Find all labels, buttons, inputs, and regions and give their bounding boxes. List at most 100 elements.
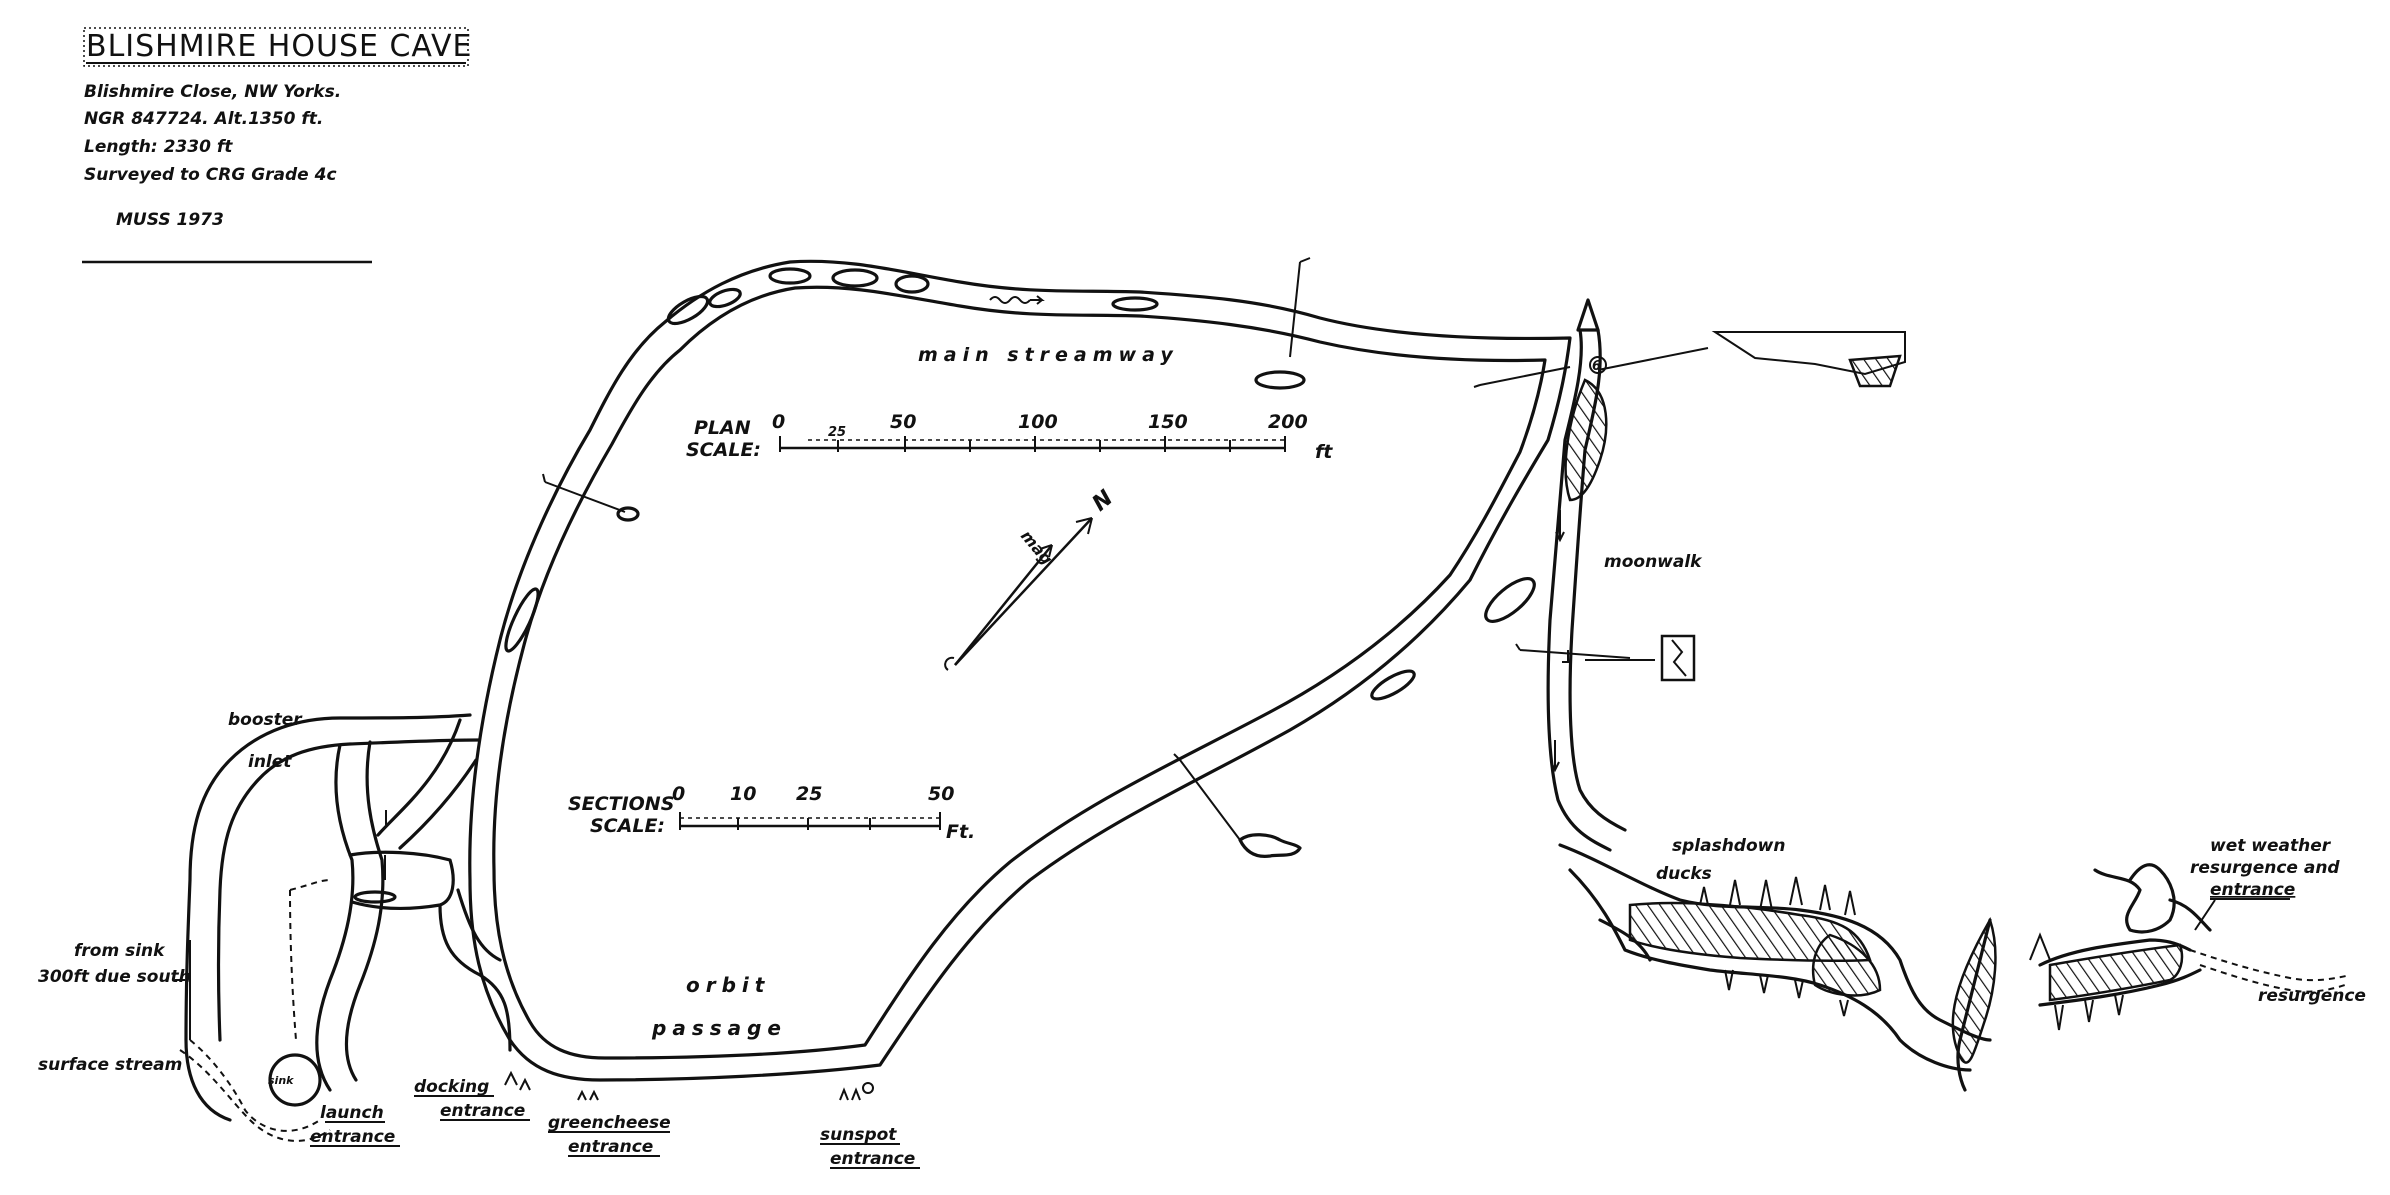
plan-tick-100: 100: [1018, 411, 1058, 433]
pool: [504, 587, 540, 653]
resurgence-passage: [2168, 898, 2212, 932]
splashdown-label: splashdown: [1672, 836, 1785, 856]
loop-inner-wall: [492, 285, 1547, 1060]
survey-grade-text: Surveyed to CRG Grade 4c: [84, 165, 337, 185]
sections-scale-label: SECTIONS: [568, 793, 674, 815]
wet-weather-label: wet weather: [2210, 836, 2332, 856]
title-block: BLISHMIRE HOUSE CAVE Blishmire Close, NW…: [82, 27, 472, 264]
from-sink-label-2: 300ft due south: [38, 967, 191, 987]
moonwalk-west-wall: [1546, 328, 1612, 852]
side-passage: [1598, 918, 1652, 962]
stream-flow-mark: [989, 296, 1031, 304]
plan-scale-label-2: SCALE:: [686, 439, 761, 461]
cross-section-hatch: [1848, 354, 1902, 388]
pool: [616, 506, 640, 522]
loop-outer-wall: [468, 259, 1572, 1082]
section-marker: [1289, 257, 1311, 358]
plan-tick-50: 50: [890, 411, 916, 433]
plan-tick-150: 150: [1148, 411, 1188, 433]
north-arrow: N mag: [944, 486, 1118, 671]
greencheese-entrance-marker: [577, 1089, 599, 1101]
streamway-island: [1111, 296, 1159, 312]
sections-scale-label-2: SCALE:: [590, 815, 665, 837]
resurgence-stream: [2189, 949, 2351, 982]
cave-passages: [175, 257, 1631, 1142]
surface-stream-line: [189, 1039, 321, 1132]
plan-scale-label: PLAN: [694, 417, 751, 439]
sunspot-label: sunspot: [820, 1125, 897, 1145]
moonwalk-passage: 6: [1546, 298, 1906, 852]
surface-route: [289, 879, 331, 891]
cross-section-box: [1660, 634, 1696, 682]
orbit-label: orbit: [686, 973, 770, 997]
passage-labels: main streamway moonwalk orbit passage bo…: [38, 344, 2366, 1087]
resurgence-area: [2029, 863, 2351, 1031]
pool: [1254, 370, 1306, 390]
sections-scale: SECTIONS SCALE: 0 10 25 50 Ft.: [568, 783, 975, 843]
sections-tick-0: 0: [672, 783, 685, 805]
section-marker: [1597, 347, 1709, 371]
entrance-labels: launch entrance docking entrance greench…: [310, 1070, 920, 1169]
streamway-island: [894, 274, 930, 294]
sections-tick-50: 50: [928, 783, 954, 805]
chamber-outline: [1238, 833, 1302, 858]
cross-section-detail: [1671, 639, 1687, 677]
plan-tick-0: 0: [772, 411, 785, 433]
splashdown-upper-wall: [1558, 843, 1992, 1042]
ducks-label: ducks: [1656, 864, 1712, 884]
streamway-island: [708, 287, 742, 309]
wet-weather-label-2: resurgence and: [2190, 858, 2340, 878]
moonwalk-hatched-section: [1564, 378, 1608, 502]
section-marker: [1473, 366, 1571, 388]
booster-inlet-passage: [184, 713, 472, 1122]
leader-line: [2194, 899, 2216, 931]
greencheese-entrance-label: entrance: [568, 1137, 653, 1157]
ngr-text: NGR 847724. Alt.1350 ft.: [84, 109, 323, 129]
plan-scale: PLAN SCALE: 0 25 50 100 150 200 ft: [686, 411, 1333, 463]
location-text: Blishmire Close, NW Yorks.: [84, 82, 341, 102]
resurgence-stream: [2199, 964, 2346, 993]
north-arrow-true-shaft: [954, 517, 1093, 666]
main-streamway-label: main streamway: [918, 344, 1179, 366]
length-text: Length: 2330 ft: [84, 137, 233, 157]
launch-label: launch: [320, 1103, 384, 1123]
surface-stream-line: [179, 1049, 331, 1142]
resurgence-stalagmites: [2054, 994, 2124, 1031]
maze-passage: [315, 743, 355, 1092]
plan-tick-25: 25: [828, 425, 846, 440]
section-marker: [542, 473, 626, 513]
plan-scale-ticks: [779, 436, 1286, 452]
stalagmites: [1724, 969, 1849, 1017]
orbit-island: [1370, 669, 1416, 701]
booster-inlet-inner: [216, 738, 480, 1042]
flow-arrow: [1555, 510, 1565, 543]
station-circle: [1589, 356, 1607, 374]
booster-label: booster: [228, 710, 303, 730]
passage-label: passage: [651, 1016, 787, 1040]
surface-stream-label: surface stream: [38, 1055, 182, 1075]
resurgence-hatched-section: [2048, 943, 2184, 1002]
resurgence-label: resurgence: [2258, 986, 2366, 1006]
resurgence-chamber: [2093, 863, 2176, 934]
maze-passage: [376, 718, 478, 850]
sections-scale-ticks: [679, 812, 941, 830]
flow-arrow: [1550, 740, 1560, 773]
sections-tick-25: 25: [796, 783, 822, 805]
sections-tick-10: 10: [730, 783, 756, 805]
surface-route: [289, 889, 297, 1041]
north-arrow-true-label: N: [1088, 486, 1118, 517]
sections-scale-unit: Ft.: [946, 821, 975, 843]
moonwalk-label: moonwalk: [1604, 552, 1703, 572]
ducks-hatched-section: [1811, 933, 1882, 997]
maze-passage: [344, 740, 385, 1082]
maze-pool: [353, 890, 397, 904]
streamway-island: [666, 294, 710, 326]
greencheese-label: greencheese: [548, 1113, 671, 1133]
moonwalk-detail: [1562, 650, 1569, 663]
docking-label: docking: [414, 1077, 489, 1097]
sink-label: sink: [268, 1074, 294, 1087]
inlet-label: inlet: [248, 752, 292, 772]
moonwalk-junction: [1576, 298, 1600, 332]
resurgence-detail: [2029, 932, 2051, 961]
docking-entrance-label: entrance: [440, 1101, 525, 1121]
